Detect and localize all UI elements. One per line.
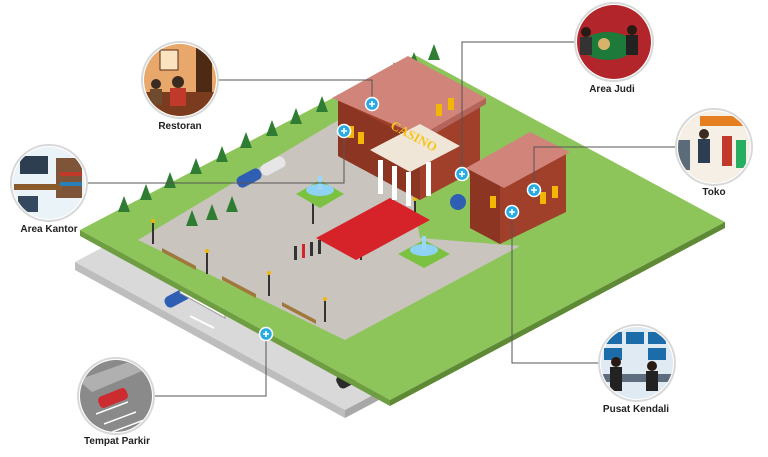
- people: [294, 240, 321, 260]
- label-restoran: Restoran: [158, 121, 202, 132]
- label-area-judi: Area Judi: [589, 84, 635, 95]
- casino-emblem: [450, 194, 466, 210]
- parking-icon[interactable]: [77, 357, 155, 435]
- ground-level: [80, 44, 725, 406]
- marker-tempat-parkir[interactable]: [258, 326, 274, 342]
- office-icon[interactable]: [10, 144, 88, 222]
- control-room-icon[interactable]: [598, 324, 676, 402]
- label-tempat-parkir: Tempat Parkir: [84, 436, 150, 447]
- shop-icon[interactable]: [675, 108, 753, 186]
- columns: [378, 160, 431, 206]
- marker-restoran[interactable]: [364, 96, 380, 112]
- label-area-kantor: Area Kantor: [20, 224, 78, 235]
- marker-area-kantor[interactable]: [336, 123, 352, 139]
- label-pusat-kendali: Pusat Kendali: [602, 404, 670, 415]
- marker-area-judi[interactable]: [454, 166, 470, 182]
- label-toko: Toko: [702, 187, 726, 198]
- casino-building: CASINO: [332, 56, 570, 244]
- marker-toko[interactable]: [526, 182, 542, 198]
- marker-pusat-kendali[interactable]: [504, 204, 520, 220]
- restaurant-icon[interactable]: [141, 41, 219, 119]
- connector-lines: [85, 41, 678, 397]
- benches: [162, 248, 316, 324]
- red-carpet: [316, 198, 430, 260]
- gambling-table-icon[interactable]: [574, 2, 654, 82]
- fountain-right: [398, 236, 450, 268]
- location-markers: [258, 96, 542, 342]
